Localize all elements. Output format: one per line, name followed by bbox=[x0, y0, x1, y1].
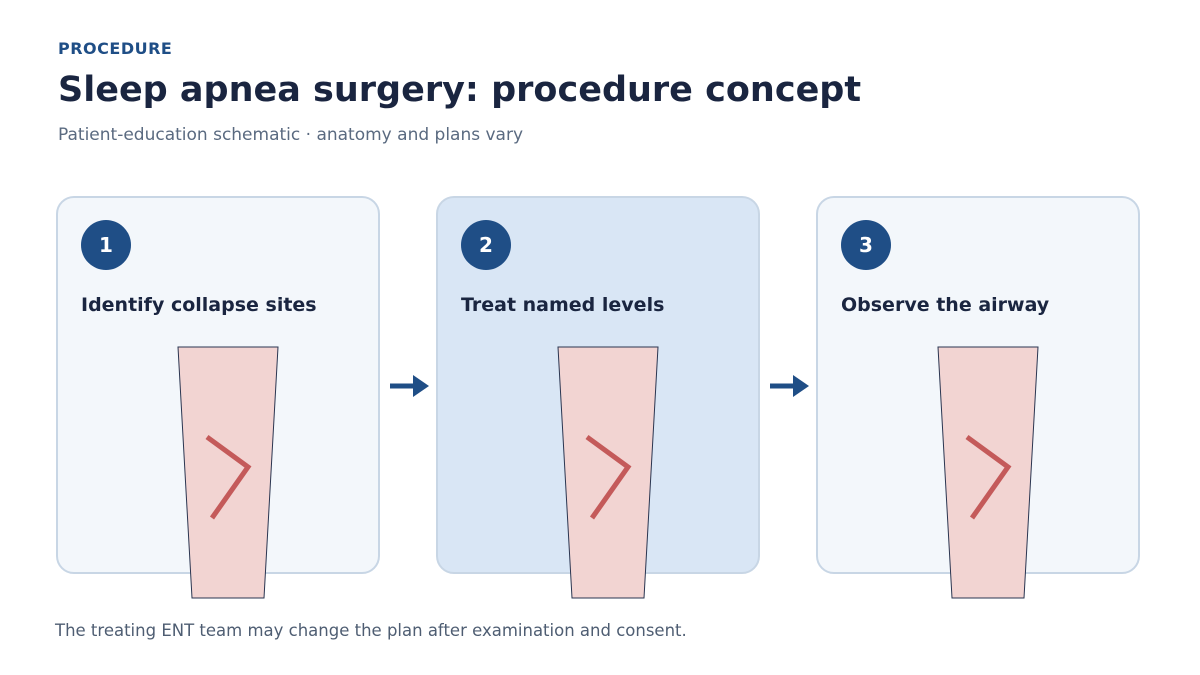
right-arrow-icon bbox=[390, 375, 429, 397]
airway-tube-shape bbox=[177, 346, 279, 599]
step-title: Identify collapse sites bbox=[81, 294, 317, 316]
airway-tube-shape bbox=[557, 346, 659, 599]
step-number-badge: 3 bbox=[841, 220, 891, 270]
step-title: Treat named levels bbox=[461, 294, 665, 316]
step-title: Observe the airway bbox=[841, 294, 1050, 316]
step-number-badge: 2 bbox=[461, 220, 511, 270]
eyebrow-label: PROCEDURE bbox=[58, 39, 173, 58]
collapse-chevron-icon bbox=[965, 434, 1012, 520]
collapse-chevron-icon bbox=[205, 434, 252, 520]
airway-tube-icon bbox=[557, 346, 659, 599]
airway-tube-shape bbox=[937, 346, 1039, 599]
airway-tube-icon bbox=[177, 346, 279, 599]
airway-tube-icon bbox=[937, 346, 1039, 599]
right-arrow-icon bbox=[770, 375, 809, 397]
step-number-badge: 1 bbox=[81, 220, 131, 270]
page-title: Sleep apnea surgery: procedure concept bbox=[58, 70, 862, 110]
footnote: The treating ENT team may change the pla… bbox=[55, 621, 687, 640]
collapse-chevron-icon bbox=[585, 434, 632, 520]
page-subtitle: Patient-education schematic · anatomy an… bbox=[58, 125, 524, 145]
